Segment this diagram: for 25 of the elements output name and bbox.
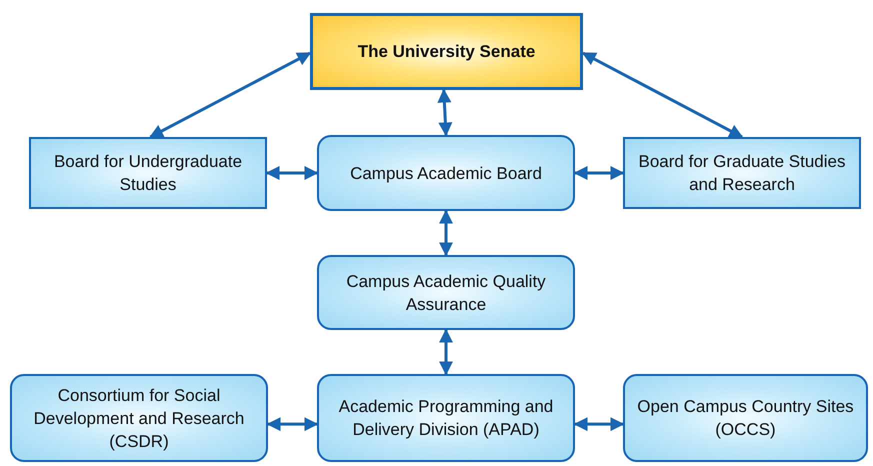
double-arrow (437, 88, 452, 136)
unit-name: Campus Academic Board (350, 162, 542, 184)
org-unit-box (623, 137, 861, 209)
org-unit-box (317, 135, 575, 211)
unit-name: The University Senate (358, 41, 536, 63)
double-arrow (266, 166, 318, 180)
double-arrow (574, 166, 624, 180)
unit-name: Consortium for Social Development and Research (CSDR) (32, 384, 246, 452)
double-arrow (439, 328, 453, 376)
org-unit-box (317, 255, 575, 330)
unit-name: Board for Undergraduate Studies (52, 151, 244, 196)
double-arrow (582, 52, 744, 138)
unit-name: Academic Programming and Delivery Division (APAD) (338, 396, 554, 441)
unit-name: Open Campus Country Sites (OCCS) (636, 396, 855, 441)
double-arrow (574, 417, 624, 432)
double-arrow (149, 52, 312, 138)
unit-name: Board for Graduate Studies and Research (638, 151, 846, 196)
org-unit-box (29, 137, 267, 209)
senate-box (310, 13, 583, 90)
org-unit-box (623, 374, 868, 462)
org-unit-box (317, 374, 575, 462)
org-unit-box (10, 374, 268, 462)
double-arrow (266, 417, 318, 432)
unit-name: Campus Academic Quality Assurance (345, 270, 547, 316)
double-arrow (439, 210, 453, 256)
